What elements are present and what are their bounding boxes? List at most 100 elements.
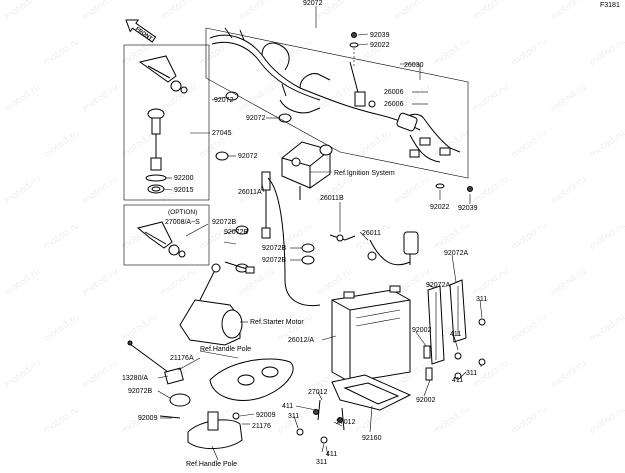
callout-26030: 26030 [404, 62, 424, 69]
watermark-text: motod.ru [549, 267, 589, 299]
callout-411-a: 411 [450, 331, 461, 338]
callout-92072-left2: 92072 [246, 115, 266, 122]
callout-92002-b: 92002 [416, 397, 436, 404]
battery-cables-27012 [317, 399, 345, 431]
watermark-text: motod.ru [588, 405, 625, 437]
battery [331, 285, 411, 383]
callout-92072-left3: 92072 [238, 153, 258, 160]
handle-pole-bracket [209, 358, 294, 401]
ignition-switch-group-box [123, 44, 210, 201]
callout-311-b: 311 [288, 413, 299, 420]
callout-311-c: 311 [466, 370, 477, 377]
callout-92200: 92200 [174, 175, 194, 182]
bracket-21176 [187, 411, 243, 449]
callout-92072-left1: 92072 [214, 97, 234, 104]
watermark-text: motod.ru [354, 405, 394, 437]
callout-26011B: 26011B [320, 195, 344, 202]
wiring-harness-group-box [205, 27, 469, 179]
watermark-text: motod.ru [588, 129, 625, 161]
callout-92072B-a: 92072B [212, 219, 236, 226]
watermark-text: motod.ru [3, 0, 43, 22]
diagram-code: F3181 [600, 2, 620, 9]
callout-411-d: 411 [326, 451, 337, 458]
watermark-text: motod.ru [549, 175, 589, 207]
watermark-text: motod.ru [471, 83, 511, 115]
watermark-text: motod.ru [588, 37, 625, 69]
watermark-text: motod.ru [3, 359, 43, 391]
option-label: (OPTION) [168, 209, 197, 216]
callout-92009-b: 92009 [256, 412, 276, 419]
ignition-coil [281, 141, 333, 200]
ref-handle-pole-1: Ref.Handle Pole [200, 346, 251, 353]
callout-92039-top: 92039 [370, 32, 390, 39]
watermark-text: motod.ru [237, 0, 277, 22]
watermark-text: motod.ru [549, 0, 589, 22]
watermark-text: motod.ru [549, 83, 589, 115]
watermark-text: motod.ru [237, 267, 277, 299]
watermark-text: motod.ru [354, 129, 394, 161]
ref-ignition-system: Ref.Ignition System [334, 170, 395, 177]
watermark-text: motod.ru [510, 313, 550, 345]
wiring-harness [209, 27, 461, 163]
option-key [136, 221, 186, 258]
callout-92022-right: 92022 [430, 204, 450, 211]
watermark-text: motod.ru [81, 0, 121, 22]
watermark-text: motod.ru [42, 129, 82, 161]
watermark-text: motod.ru [432, 221, 472, 253]
watermark-text: motod.ru [159, 0, 199, 22]
callout-311-d: 311 [316, 459, 327, 466]
watermark-text: motod.ru [81, 359, 121, 391]
watermark-text: motod.ru [510, 405, 550, 437]
watermark-text: motod.ru [42, 405, 82, 437]
callout-92009-a: 92009 [138, 415, 158, 422]
bolt-92039 [349, 32, 473, 192]
callout-92015: 92015 [174, 187, 194, 194]
watermark-text: motod.ru [42, 221, 82, 253]
callout-92072-top: 92072 [303, 0, 323, 7]
ref-handle-pole-2: Ref.Handle Pole [186, 461, 237, 468]
callout-92072B-b: 92072B [224, 229, 248, 236]
watermark-text: motod.ru [198, 37, 238, 69]
callout-27012-b: 27012 [336, 419, 356, 426]
callout-27008: 27008/A~S [165, 219, 200, 226]
bolts-92002 [296, 318, 486, 444]
callout-26006-b: 26006 [384, 101, 404, 108]
callout-92160: 92160 [362, 435, 382, 442]
watermark-text: motod.ru [3, 175, 43, 207]
battery-strap-92072A [427, 279, 467, 365]
callout-92072B-c: 92072B [262, 245, 286, 252]
watermark-text: motod.ru [393, 0, 433, 22]
callout-92072B-d: 92072B [262, 257, 286, 264]
callout-27012-a: 27012 [308, 389, 328, 396]
watermark-text: motod.ru [471, 267, 511, 299]
spark-plug-caps [261, 171, 419, 307]
watermark-layer: motod.ru motod.ru motod.ru motod.ru motod.ru… [3, 0, 625, 436]
callout-92022-top: 92022 [370, 42, 390, 49]
callout-411-b: 411 [282, 403, 293, 410]
watermark-text: motod.ru [42, 313, 82, 345]
watermark-text: motod.ru [159, 267, 199, 299]
relay-21176A [127, 340, 191, 419]
watermark-text: motod.ru [42, 37, 82, 69]
watermark-text: motod.ru [588, 221, 625, 253]
callout-92002-a: 92002 [412, 327, 432, 334]
watermark-text: motod.ru [432, 405, 472, 437]
watermark-text: motod.ru [3, 267, 43, 299]
watermark-text: motod.ru [315, 83, 355, 115]
watermark-text: motod.ru [81, 175, 121, 207]
watermark-text: motod.ru [393, 175, 433, 207]
callout-21176: 21176 [252, 423, 271, 430]
watermark-text: motod.ru [393, 83, 433, 115]
watermark-text: motod.ru [588, 313, 625, 345]
watermark-text: motod.ru [510, 129, 550, 161]
callout-92072A-a: 92072A [444, 250, 468, 257]
callout-411-c: 411 [452, 377, 463, 384]
watermark-text: motod.ru [276, 37, 316, 69]
starter-motor [179, 261, 255, 346]
callout-26012A: 26012/A [288, 337, 314, 344]
callout-27045: 27045 [212, 130, 232, 137]
leader-lines [157, 6, 483, 461]
watermark-text: motod.ru [549, 359, 589, 391]
callout-labels: 92072 92039 92022 26030 26006 26006 9207… [122, 0, 487, 468]
